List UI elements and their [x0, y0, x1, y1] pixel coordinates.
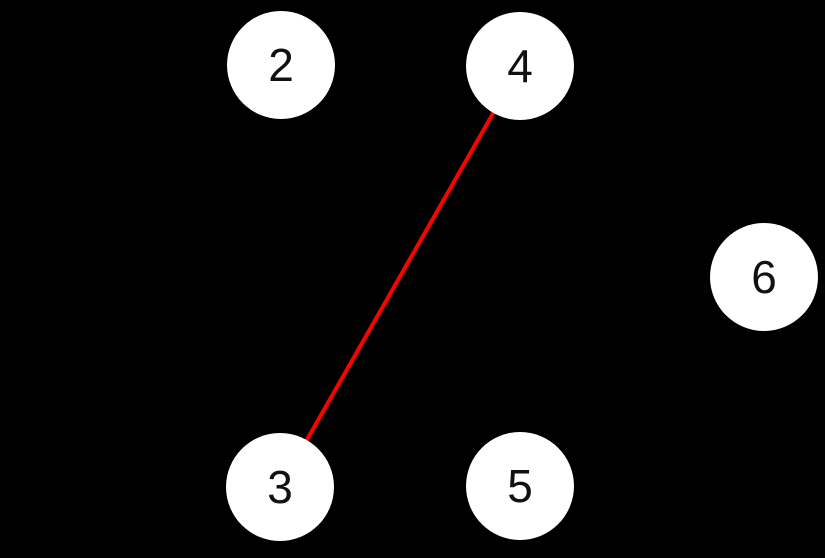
node-label: 5 [507, 460, 533, 512]
node-label: 2 [268, 39, 294, 91]
graph-node-3[interactable]: 3 [226, 433, 334, 541]
node-label: 6 [751, 251, 777, 303]
graph-node-4[interactable]: 4 [466, 12, 574, 120]
graph-node-2[interactable]: 2 [227, 11, 335, 119]
node-label: 3 [267, 461, 293, 513]
graph-node-6[interactable]: 6 [710, 223, 818, 331]
graph-edge-3-4[interactable] [278, 65, 522, 488]
node-label: 4 [507, 40, 533, 92]
graph-node-5[interactable]: 5 [466, 432, 574, 540]
